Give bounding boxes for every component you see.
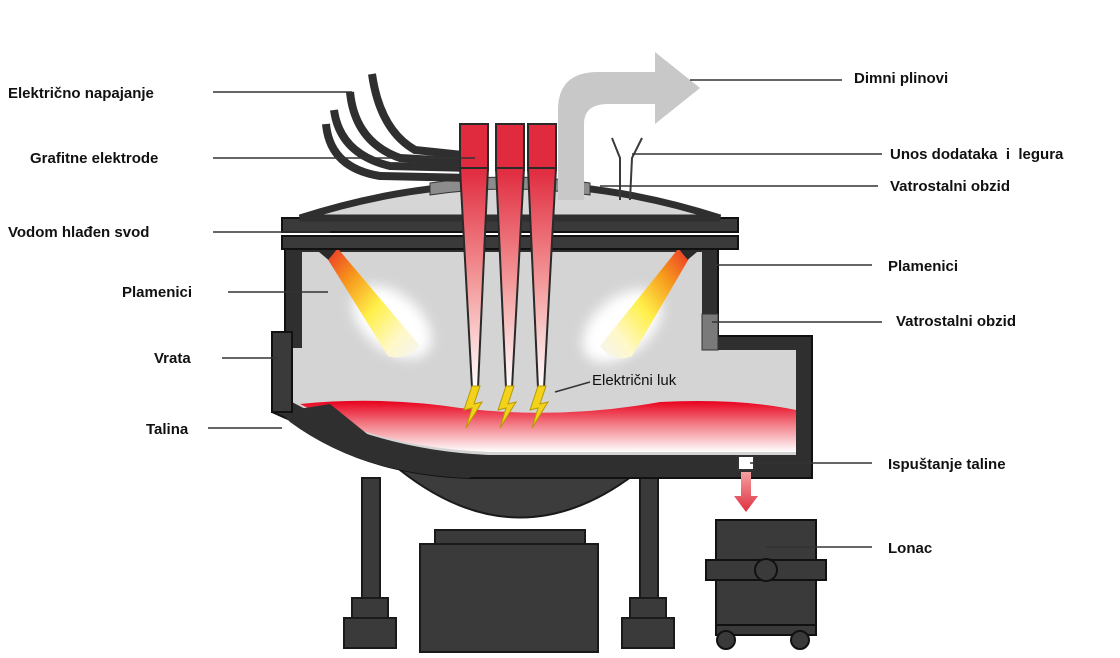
label-refractory-wall-roof: Vatrostalni obzid (890, 178, 1010, 196)
ladle (706, 520, 826, 649)
furnace-base-top (435, 530, 585, 544)
power-cables (326, 74, 472, 178)
label-tapping: Ispuštanje taline (888, 456, 1006, 474)
label-power-supply: Električno napajanje (8, 85, 154, 103)
refractory-wall-side (702, 314, 718, 350)
label-ladle: Lonac (888, 540, 932, 558)
label-additives-alloys-input: Unos dodataka i legura (890, 146, 1063, 164)
flue-gas-arrow (558, 52, 700, 200)
label-graphite-electrodes: Grafitne elektrode (30, 150, 158, 168)
label-burners-right: Plamenici (888, 258, 958, 276)
furnace-base (420, 544, 598, 652)
label-door: Vrata (154, 350, 191, 368)
label-electric-arc: Električni luk (592, 372, 676, 390)
label-water-cooled-roof: Vodom hlađen svod (8, 224, 149, 242)
label-refractory-wall-side: Vatrostalni obzid (896, 313, 1016, 331)
label-flue-gases: Dimni plinovi (854, 70, 948, 88)
graphite-electrodes (460, 124, 556, 388)
label-melt: Talina (146, 421, 188, 439)
door (272, 332, 292, 412)
label-burners-left: Plamenici (122, 284, 192, 302)
